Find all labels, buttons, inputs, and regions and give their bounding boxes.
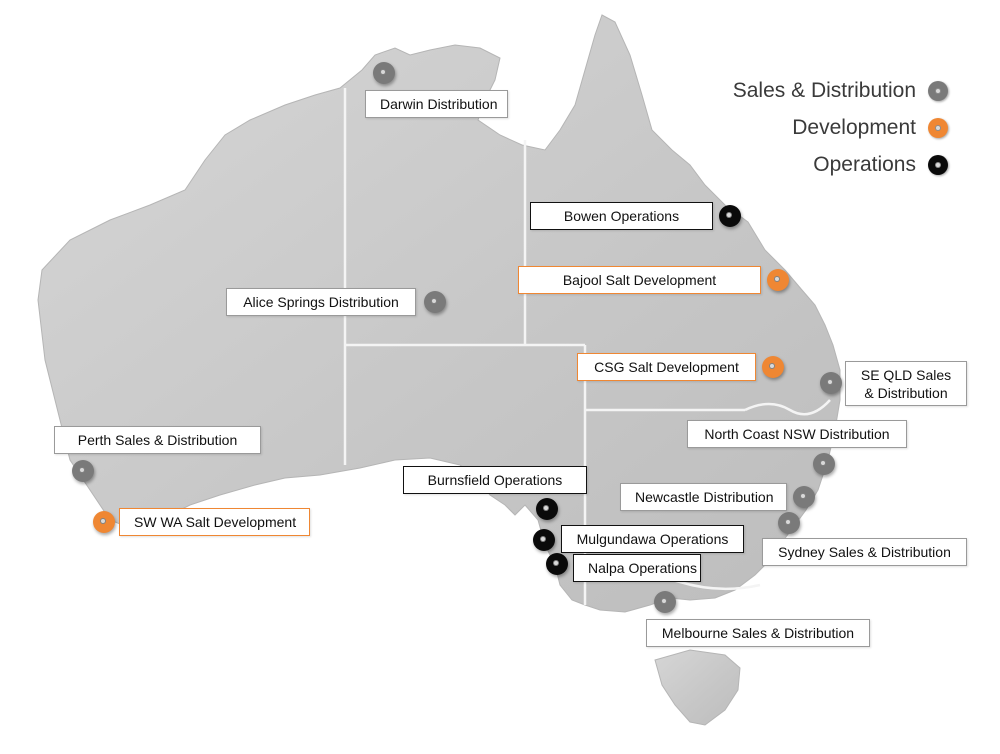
legend: Sales & Distribution Development Operati… <box>688 72 948 183</box>
se-qld-label-line2: & Distribution <box>864 385 948 401</box>
legend-label: Operations <box>813 152 916 176</box>
burnsfield-label[interactable]: Burnsfield Operations <box>403 466 587 494</box>
mulgundawa-label[interactable]: Mulgundawa Operations <box>561 525 744 553</box>
nalpa-label[interactable]: Nalpa Operations <box>573 554 701 582</box>
csg-label[interactable]: CSG Salt Development <box>577 353 756 381</box>
legend-label: Development <box>792 115 916 139</box>
newcastle-label[interactable]: Newcastle Distribution <box>620 483 787 511</box>
legend-item-operations: Operations <box>688 146 948 183</box>
bajool-marker-icon[interactable] <box>767 269 789 291</box>
tasmania <box>654 649 741 726</box>
csg-marker-icon[interactable] <box>762 356 784 378</box>
bowen-marker-icon[interactable] <box>719 205 741 227</box>
alice-springs-label[interactable]: Alice Springs Distribution <box>226 288 416 316</box>
bajool-label[interactable]: Bajool Salt Development <box>518 266 761 294</box>
darwin-label[interactable]: Darwin Distribution <box>365 90 508 118</box>
darwin-marker-icon[interactable] <box>373 62 395 84</box>
melbourne-label[interactable]: Melbourne Sales & Distribution <box>646 619 870 647</box>
mulgundawa-marker-icon[interactable] <box>533 529 555 551</box>
perth-label[interactable]: Perth Sales & Distribution <box>54 426 261 454</box>
black-marker-icon <box>928 154 948 175</box>
grey-marker-icon <box>928 80 948 101</box>
legend-item-development: Development <box>688 109 948 146</box>
sydney-marker-icon[interactable] <box>778 512 800 534</box>
orange-marker-icon <box>928 117 948 138</box>
north-coast-nsw-label[interactable]: North Coast NSW Distribution <box>687 420 907 448</box>
nalpa-marker-icon[interactable] <box>546 553 568 575</box>
north-coast-nsw-marker-icon[interactable] <box>813 453 835 475</box>
sw-wa-label[interactable]: SW WA Salt Development <box>119 508 310 536</box>
perth-marker-icon[interactable] <box>72 460 94 482</box>
legend-label: Sales & Distribution <box>732 78 916 102</box>
burnsfield-marker-icon[interactable] <box>536 498 558 520</box>
se-qld-marker-icon[interactable] <box>820 372 842 394</box>
bowen-label[interactable]: Bowen Operations <box>530 202 713 230</box>
sydney-label[interactable]: Sydney Sales & Distribution <box>762 538 967 566</box>
legend-item-sales-distribution: Sales & Distribution <box>688 72 948 109</box>
mainland <box>37 14 841 613</box>
alice-springs-marker-icon[interactable] <box>424 291 446 313</box>
se-qld-label-line1: SE QLD Sales <box>860 367 952 383</box>
se-qld-label[interactable]: SE QLD Sales & Distribution <box>845 361 967 406</box>
newcastle-marker-icon[interactable] <box>793 486 815 508</box>
sw-wa-marker-icon[interactable] <box>93 511 115 533</box>
melbourne-marker-icon[interactable] <box>654 591 676 613</box>
